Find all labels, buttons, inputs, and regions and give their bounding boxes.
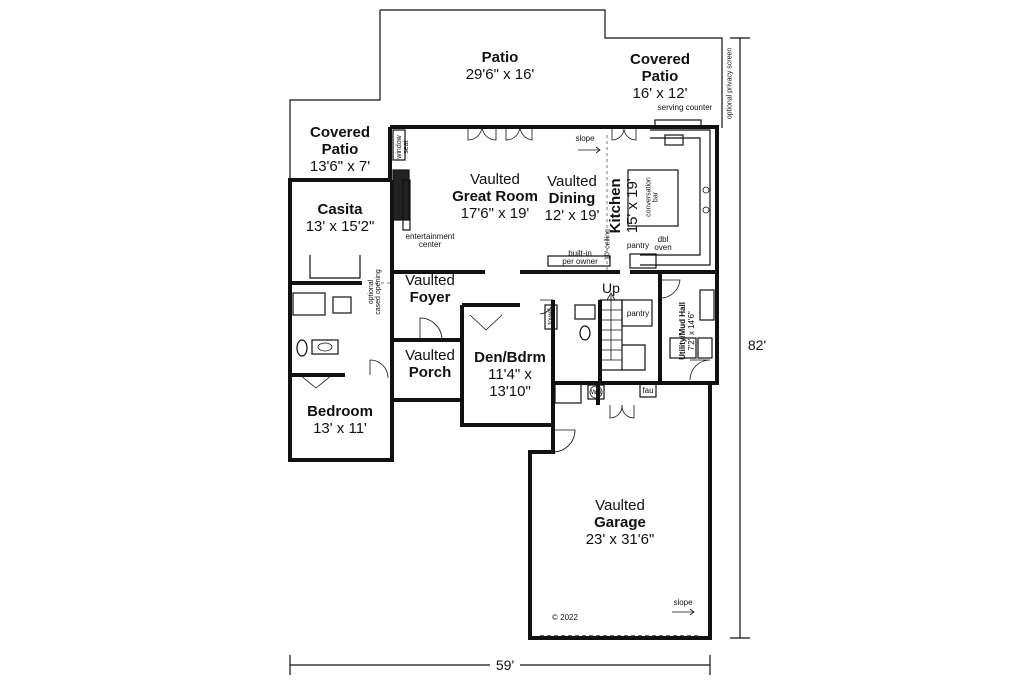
kitchen-label: Kitchen 15' x 19' (607, 161, 642, 251)
built-in-line1: built-in (568, 249, 592, 258)
dashed-lines (375, 135, 608, 284)
casita-label: Casita 13' x 15'2" (290, 201, 390, 236)
covered-patio-right-name1: Covered (629, 51, 691, 68)
casita-name: Casita (317, 201, 363, 218)
hall-pantry-note: pantry (626, 309, 650, 318)
covered-patio-left-name1: Covered (309, 124, 371, 141)
den-size1: 11'4" x (488, 365, 532, 383)
dining-name: Dining (548, 189, 596, 207)
entertainment-note: entertainment center (400, 233, 460, 249)
bedroom-label: Bedroom 13' x 11' (290, 403, 390, 438)
serving-counter-note: serving counter (657, 103, 713, 112)
stair (599, 292, 653, 371)
patio-name: Patio (481, 49, 519, 66)
covered-patio-right-size: 16' x 12' (632, 84, 688, 102)
window-seat-line1: window (396, 135, 403, 159)
entertainment-line2: center (418, 240, 442, 249)
utility-size: 7'2" x 14'6" (687, 311, 696, 351)
conversation-bar-note: conversation bar (646, 170, 660, 225)
dining-size: 12' x 19' (544, 206, 600, 224)
stair-up-note: Up (602, 280, 620, 296)
dbl-oven-line2: oven (654, 243, 672, 252)
slope-note-garage: slope (673, 598, 693, 607)
cased-opening-line1: optional (368, 279, 375, 305)
bedroom-name: Bedroom (307, 403, 373, 420)
garage-label: Vaulted Garage 23' x 31'6" (560, 497, 680, 548)
water-heater-note: wh (590, 387, 602, 396)
porch-name: Porch (408, 363, 452, 381)
fixtures (292, 119, 715, 404)
window-seat-note: window seat (396, 127, 410, 167)
door-swings (299, 126, 711, 453)
covered-patio-left-size: 13'6" x 7' (309, 157, 371, 175)
covered-patio-right-name2: Patio (641, 67, 679, 85)
cased-opening-note: optional cased opening (368, 257, 382, 327)
interior-walls (290, 180, 717, 425)
patio-size: 29'6" x 16' (465, 65, 535, 83)
patio-outline (289, 9, 723, 180)
slope-arrows (578, 146, 695, 616)
copyright-note: © 2022 (552, 613, 578, 622)
porch-label: Vaulted Porch (395, 347, 465, 382)
foyer-prefix: Vaulted (405, 272, 455, 289)
patio-label: Patio 29'6" x 16' (430, 49, 570, 84)
great-room-name: Great Room (452, 187, 538, 205)
utility-label: Utility/Mud Hall 7'2" x 14'6" (678, 291, 697, 371)
den-name: Den/Bdrm (474, 349, 546, 366)
foyer-label: Vaulted Foyer (395, 272, 465, 307)
dbl-oven-note: dbl oven (651, 236, 675, 252)
garage-name: Garage (594, 513, 646, 531)
den-size2: 13'10" (489, 382, 531, 400)
built-in-line2: per owner (562, 257, 598, 266)
foyer-name: Foyer (409, 288, 451, 306)
towel-note: towel (547, 308, 555, 325)
den-label: Den/Bdrm 11'4" x 13'10" (465, 349, 555, 400)
kitchen-size: 15' x 19' (624, 178, 641, 234)
kitchen-pantry-note: pantry (626, 241, 650, 250)
great-room-prefix: Vaulted (470, 171, 520, 188)
garage-size: 23' x 31'6" (585, 530, 655, 548)
covered-patio-right-label: Covered Patio 16' x 12' (600, 51, 720, 102)
entertainment-line1: entertainment (405, 232, 455, 241)
covered-patio-left-label: Covered Patio 13'6" x 7' (290, 124, 390, 175)
built-in-note: built-in per owner (550, 250, 610, 266)
conversation-line2: bar (652, 191, 660, 203)
porch-prefix: Vaulted (405, 347, 455, 364)
slope-note-top: slope (575, 134, 595, 143)
covered-patio-left-name2: Patio (321, 140, 359, 158)
fau-note: fau (642, 386, 654, 395)
casita-size: 13' x 15'2" (305, 217, 375, 235)
window-seat-line2: seat (403, 140, 410, 154)
overall-depth-label: 82' (742, 337, 772, 354)
overall-width-label: 59' (490, 657, 520, 674)
conversation-line1: conversation (645, 177, 653, 217)
privacy-screen-note: optional privacy screen (726, 47, 734, 120)
dining-prefix: Vaulted (547, 173, 597, 190)
dining-label: Vaulted Dining 12' x 19' (532, 173, 612, 224)
garage-prefix: Vaulted (595, 497, 645, 514)
cased-opening-line2: cased opening (375, 269, 382, 315)
bedroom-size: 13' x 11' (313, 419, 367, 437)
great-room-size: 17'6" x 19' (460, 204, 530, 222)
dbl-oven-line1: dbl (657, 235, 669, 244)
great-room-label: Vaulted Great Room 17'6" x 19' (425, 171, 565, 222)
